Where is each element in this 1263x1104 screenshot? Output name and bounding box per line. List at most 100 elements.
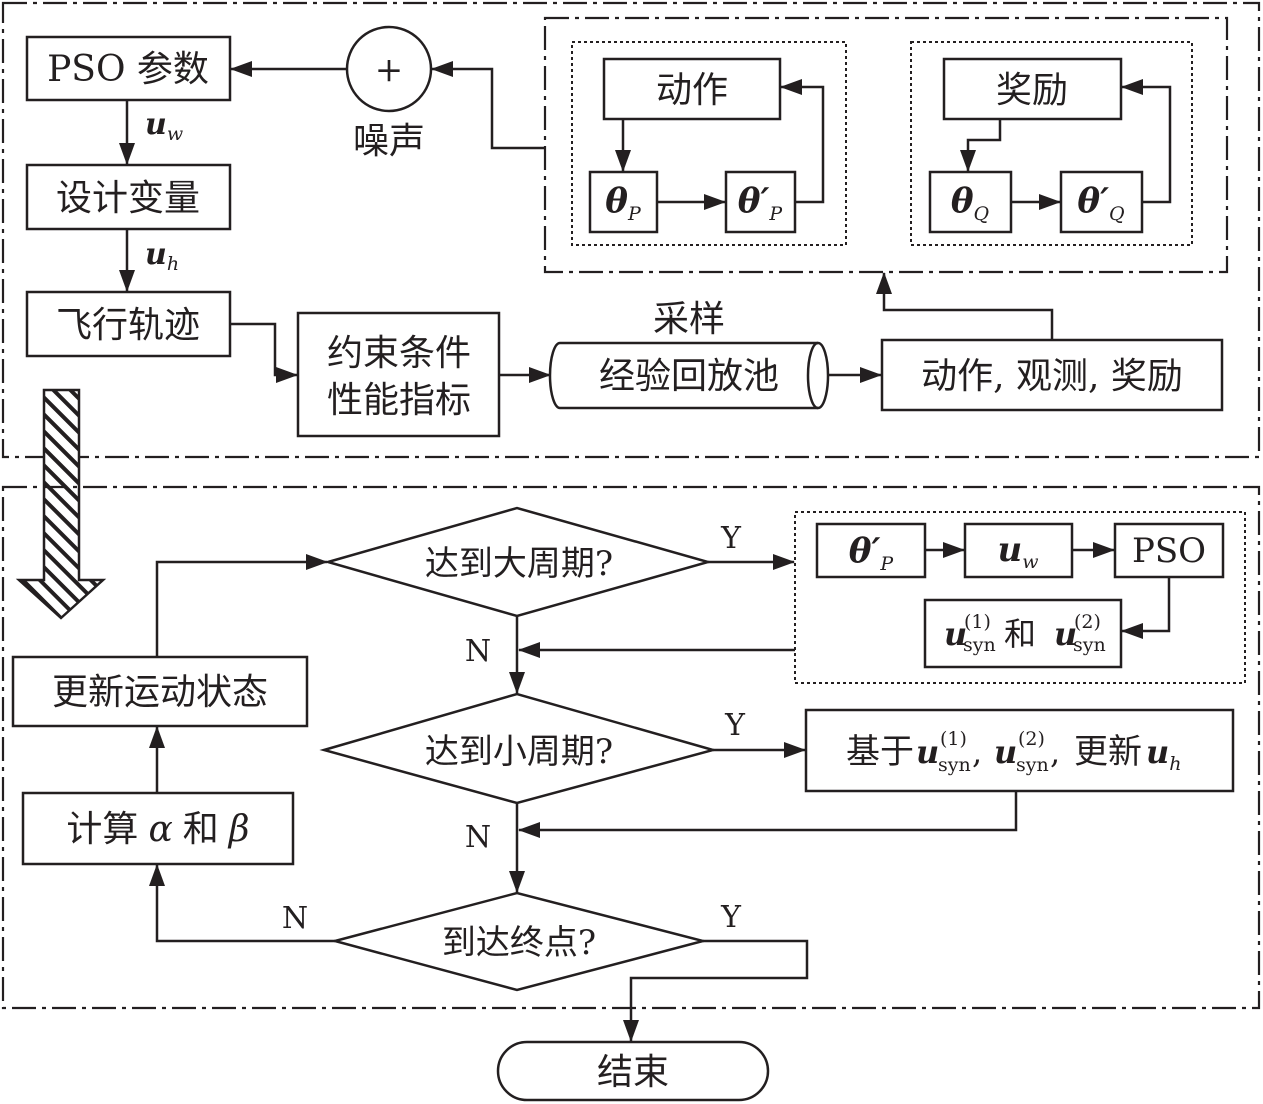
u-syn2-sup: (2) bbox=[1074, 611, 1101, 633]
u-w-base: u bbox=[145, 107, 167, 142]
u-w-sub: w bbox=[167, 123, 183, 145]
chain-u-w-label: uw bbox=[998, 530, 1039, 573]
theta-p-target-sub: P bbox=[768, 203, 783, 225]
arrow-chain-pso-to-usyn bbox=[1121, 577, 1171, 639]
arrow-state-to-big-cycle bbox=[155, 554, 328, 657]
big-cycle-yes: Y bbox=[720, 521, 742, 556]
theta-q-target-label: θ′Q bbox=[1077, 181, 1124, 225]
arrow-end-check-yes bbox=[623, 939, 809, 1042]
update-uh-sep-2: , bbox=[1050, 733, 1060, 771]
training-region-border bbox=[1, 1, 1261, 459]
pso-params-label: PSO 参数 bbox=[47, 49, 209, 90]
chain-u-w-base: u bbox=[998, 530, 1023, 570]
arrow-flight-to-constraints bbox=[230, 322, 298, 383]
update-uh-u1-sub: syn bbox=[938, 754, 971, 776]
update-uh-update: 更新 bbox=[1074, 732, 1142, 772]
compute-beta: β bbox=[227, 809, 250, 850]
update-state-label: 更新运动状态 bbox=[52, 672, 268, 713]
arrow-transition-to-region bbox=[876, 272, 1054, 340]
arrow-target-to-actor bbox=[780, 79, 825, 204]
sampling-label: 采样 bbox=[653, 299, 725, 340]
arrow-region-to-noise bbox=[431, 61, 545, 150]
constraints-line-2: 性能指标 bbox=[327, 380, 471, 421]
big-cycle-no: N bbox=[465, 634, 491, 669]
theta-p-target-label: θ′P bbox=[738, 181, 784, 225]
compute-prefix: 计算 bbox=[66, 809, 138, 850]
update-state-box bbox=[11, 655, 309, 728]
chain-pso-label: PSO bbox=[1132, 531, 1206, 571]
update-uh-target-base: u bbox=[1146, 733, 1169, 771]
theta-q-target-prime: ′ bbox=[1100, 181, 1109, 221]
update-uh-u2-sup: (2) bbox=[1018, 728, 1045, 750]
arrow-end-check-no bbox=[149, 864, 335, 943]
arrow-target-to-critic bbox=[1121, 79, 1172, 204]
theta-q-sub: Q bbox=[974, 203, 990, 225]
u-h-base: u bbox=[145, 237, 167, 272]
compute-alpha: α bbox=[148, 809, 172, 850]
chain-theta-p-target-label: θ′P bbox=[849, 531, 895, 575]
chain-theta-p-target-box bbox=[815, 522, 927, 579]
theta-p-target-box bbox=[724, 170, 797, 234]
replay-pool-label: 经验回放池 bbox=[599, 356, 779, 397]
arrow-critic-to-theta-q bbox=[960, 119, 1002, 172]
flight-traj-label: 飞行轨迹 bbox=[56, 305, 200, 346]
small-cycle-no: N bbox=[465, 820, 491, 855]
actor-label: 动作 bbox=[656, 70, 728, 111]
u-syn2-base: u bbox=[1054, 615, 1077, 653]
end-check-yes: Y bbox=[720, 900, 742, 935]
theta-p-sub: P bbox=[627, 203, 642, 225]
small-cycle-yes: Y bbox=[724, 708, 746, 743]
update-uh-u2-sub: syn bbox=[1016, 754, 1049, 776]
constraints-line-1: 约束条件 bbox=[327, 333, 471, 374]
design-vars-label: 设计变量 bbox=[56, 178, 200, 219]
theta-p-base: θ bbox=[605, 181, 628, 221]
critic-label: 奖励 bbox=[996, 70, 1068, 111]
theta-p-target-base: θ bbox=[738, 181, 761, 221]
u-w-edge-label: uw bbox=[145, 107, 183, 145]
replay-pool-cylinder-end bbox=[806, 341, 819, 410]
critic-box bbox=[942, 57, 1123, 121]
theta-q-label: θQ bbox=[951, 181, 989, 225]
u-syn1-sub: syn bbox=[963, 634, 996, 656]
chain-u-w-sub: w bbox=[1022, 551, 1038, 573]
constraints-box bbox=[296, 311, 501, 438]
theta-q-box bbox=[928, 170, 1013, 234]
actor-critic-region-border bbox=[543, 16, 1229, 274]
end-check-label: 到达终点? bbox=[442, 923, 596, 963]
chain-pso-box bbox=[1113, 522, 1225, 579]
pso-update-group bbox=[794, 511, 1246, 684]
update-uh-target: uh bbox=[1146, 733, 1182, 775]
update-uh-sep-1: , bbox=[972, 733, 982, 771]
chain-theta-base: θ bbox=[849, 531, 872, 571]
update-uh-prefix: 基于 bbox=[846, 732, 914, 772]
u-syn2-sub: syn bbox=[1073, 634, 1106, 656]
compute-and: 和 bbox=[183, 809, 219, 850]
theta-p-target-prime: ′ bbox=[760, 181, 769, 221]
arrow-update-uh-return bbox=[518, 791, 1018, 838]
flight-traj-box bbox=[25, 290, 232, 358]
theta-q-target-sub: Q bbox=[1109, 203, 1125, 225]
theta-q-base: θ bbox=[951, 181, 974, 221]
design-vars-box bbox=[25, 163, 232, 231]
update-uh-u1-sup: (1) bbox=[940, 728, 967, 750]
theta-q-target-box bbox=[1059, 170, 1144, 234]
update-uh-u1-base: u bbox=[916, 733, 939, 771]
plus-symbol: + bbox=[375, 50, 404, 90]
end-label: 结束 bbox=[597, 1052, 669, 1093]
u-h-sub: h bbox=[167, 253, 179, 275]
update-uh-target-sub: h bbox=[1169, 753, 1181, 775]
end-terminal bbox=[496, 1040, 770, 1102]
critic-network-group bbox=[910, 41, 1193, 246]
small-cycle-label: 达到小周期? bbox=[425, 732, 613, 772]
update-uh-u2-base: u bbox=[994, 733, 1017, 771]
noise-label: 噪声 bbox=[353, 121, 425, 162]
end-check-no: N bbox=[282, 901, 308, 936]
u-h-edge-label: uh bbox=[145, 237, 179, 275]
actor-network-group bbox=[571, 41, 847, 246]
big-cycle-label: 达到大周期? bbox=[425, 544, 613, 584]
hatched-down-arrow bbox=[15, 388, 107, 620]
chain-theta-prime: ′ bbox=[871, 531, 880, 571]
u-syn-and: 和 bbox=[1004, 615, 1036, 653]
